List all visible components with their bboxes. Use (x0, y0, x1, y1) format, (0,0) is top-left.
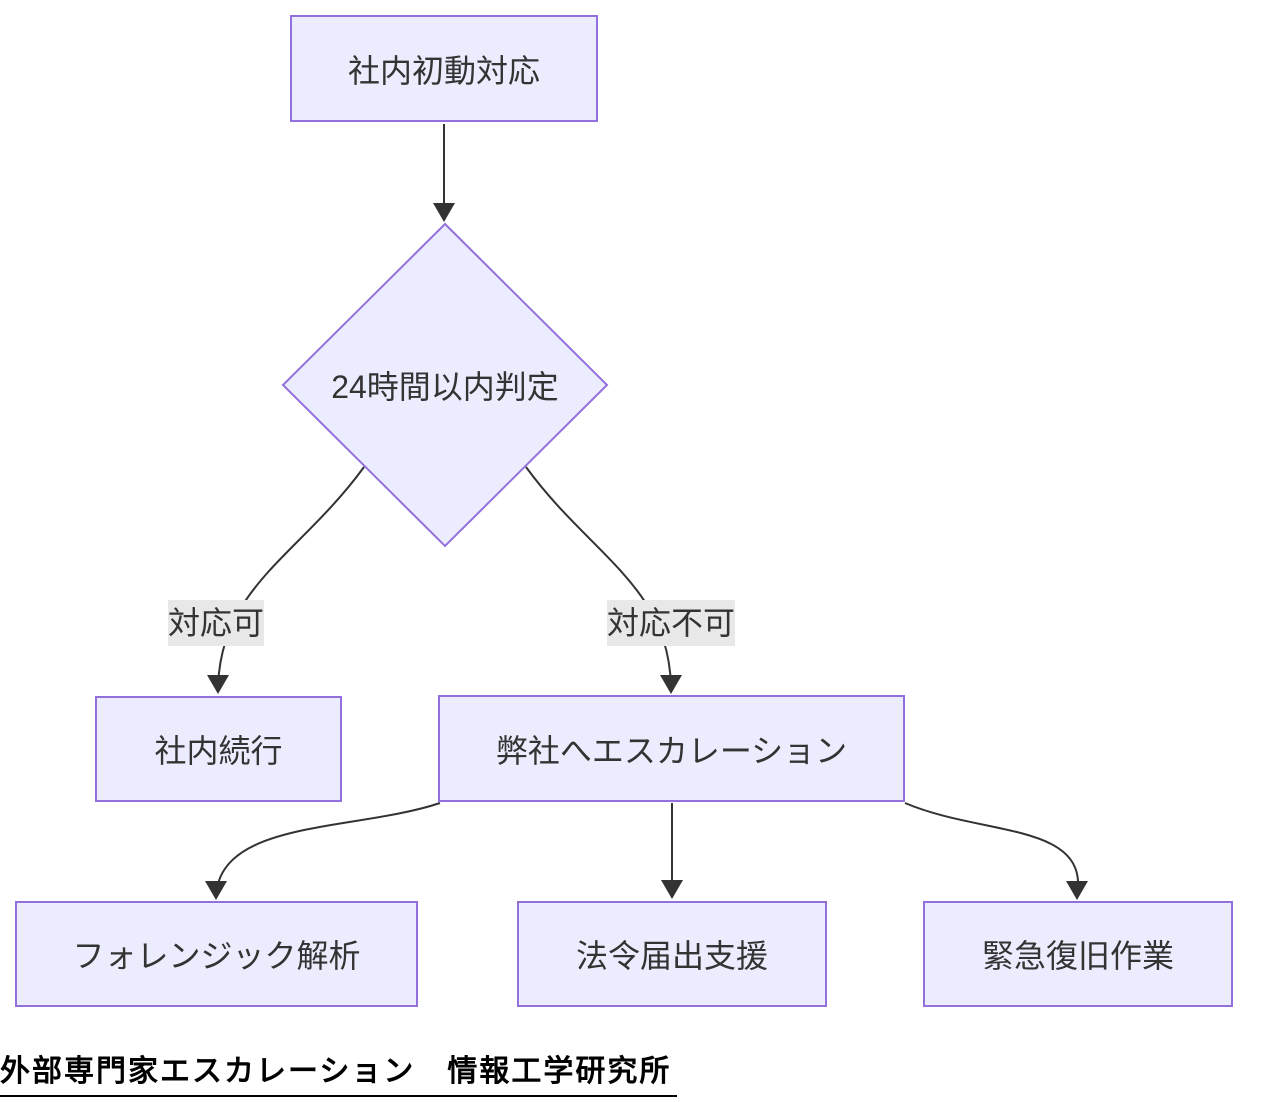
arrowhead-initial-to-decision (433, 203, 455, 222)
node-24h-decision-label: 24時間以内判定 (331, 369, 559, 405)
arrowhead-escalation-to-recovery (1066, 881, 1088, 900)
node-escalate-to-us: 弊社へエスカレーション (438, 695, 905, 802)
decision-diamond-shape (281, 222, 609, 548)
arrowhead-decision-to-escalation (660, 675, 682, 694)
edge-decision-to-escalation (525, 466, 672, 687)
edge-escalation-to-forensic (216, 802, 441, 889)
node-internal-initial-response: 社内初動対応 (290, 15, 598, 122)
edge-label-capable: 対応可 (168, 600, 264, 646)
arrowhead-decision-to-continue (207, 675, 229, 694)
arrowhead-escalation-to-legal (661, 880, 683, 899)
diagram-caption: 外部専門家エスカレーション 情報工学研究所 (0, 1046, 678, 1097)
edge-label-not-capable: 対応不可 (607, 600, 735, 646)
node-continue-internally: 社内続行 (95, 696, 342, 802)
arrowhead-escalation-to-forensic (205, 881, 227, 900)
node-legal-filing-support: 法令届出支援 (517, 901, 827, 1007)
node-forensic-analysis: フォレンジック解析 (15, 901, 418, 1007)
node-emergency-recovery: 緊急復旧作業 (923, 901, 1233, 1007)
edge-escalation-to-recovery (904, 802, 1080, 889)
edge-decision-to-continue (217, 466, 365, 687)
